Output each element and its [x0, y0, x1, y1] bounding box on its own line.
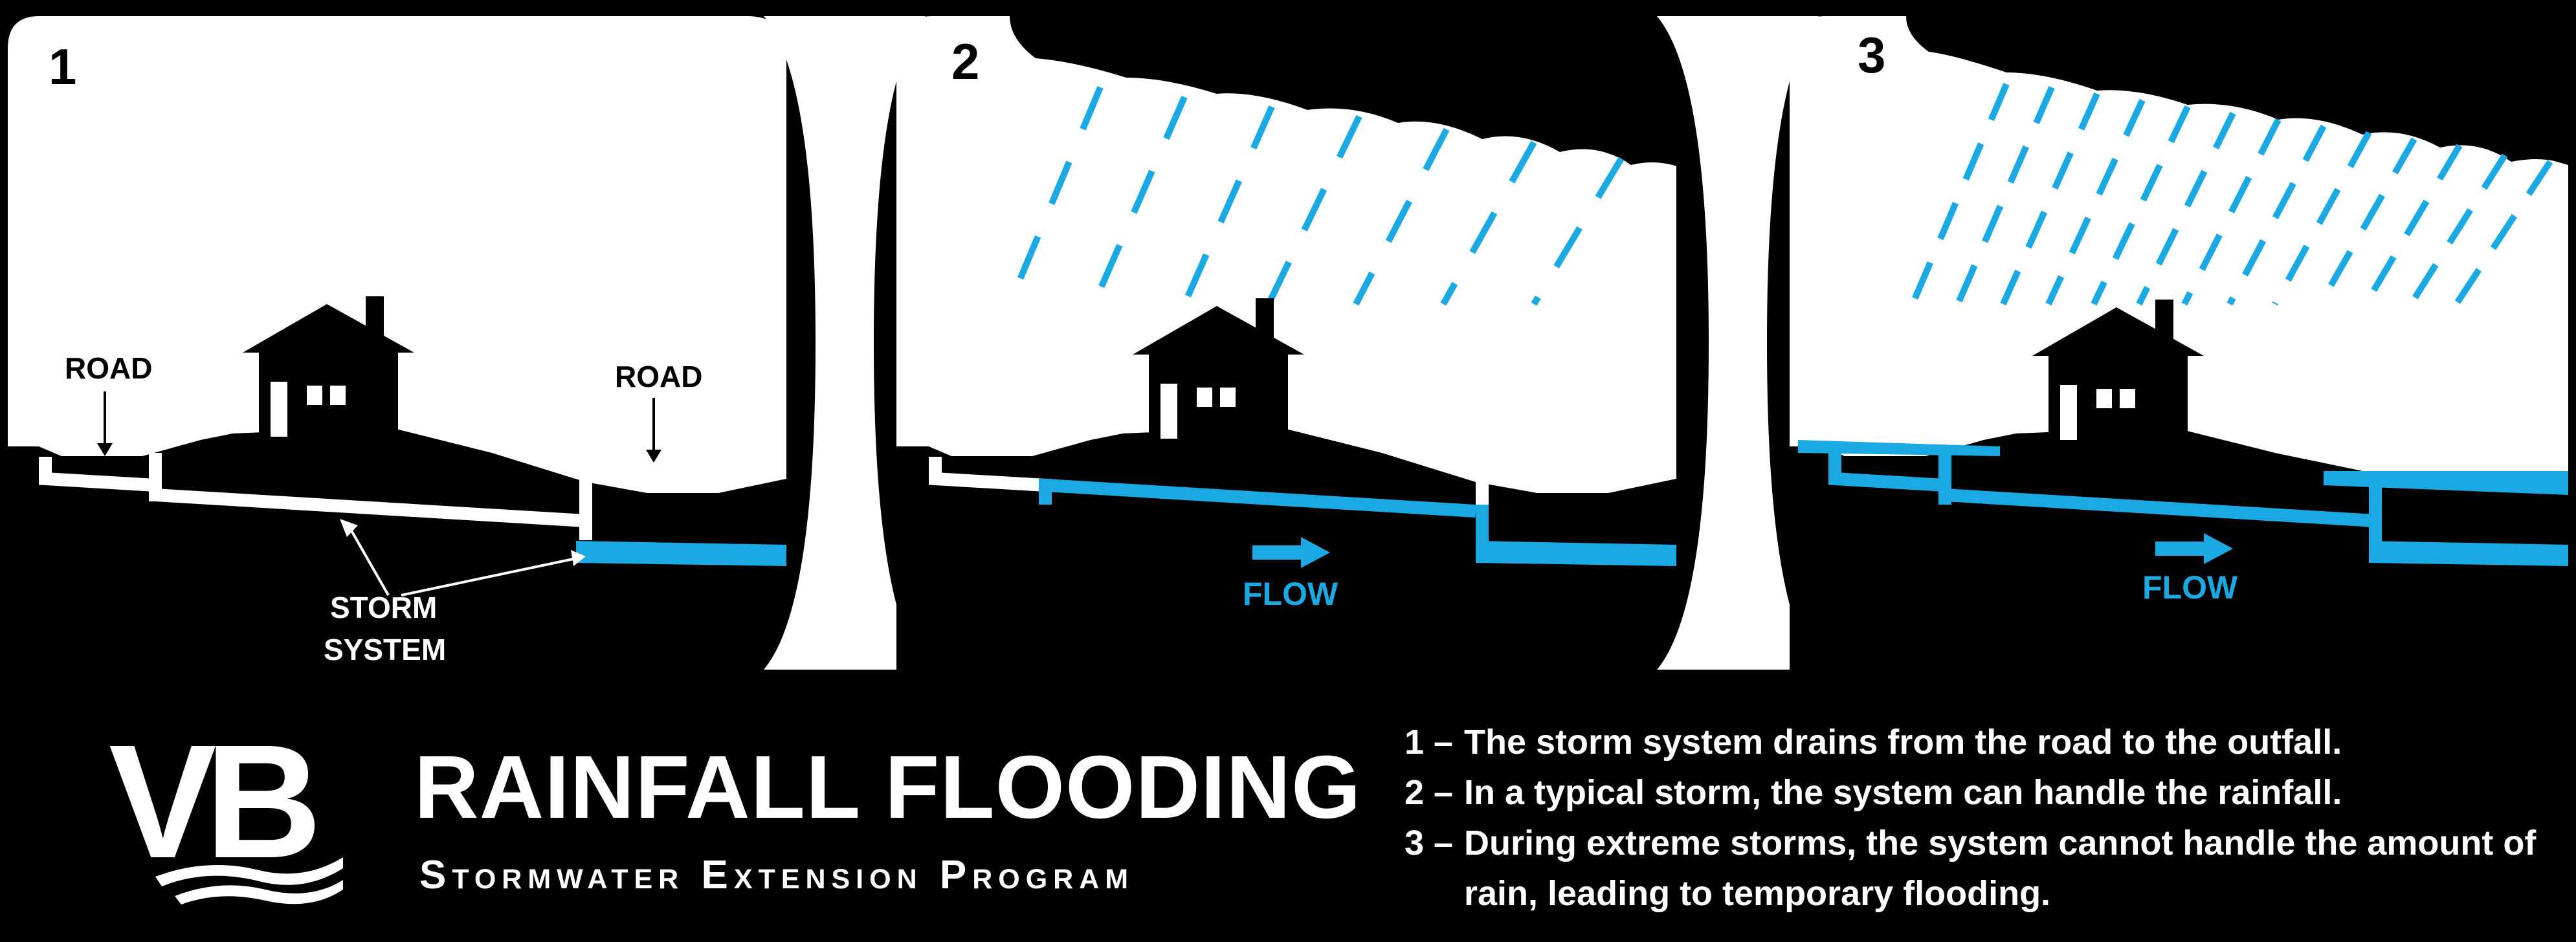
rain-2	[1006, 86, 1625, 306]
rain-3	[1909, 83, 2553, 306]
outfall-water-3	[2369, 541, 2568, 566]
vb-logo: VB	[109, 731, 343, 904]
outfall-water-2	[1476, 541, 1676, 566]
flood-water-right	[2324, 471, 2568, 495]
note-2: 2 – In a typical storm, the system can ha…	[1405, 767, 2544, 818]
storm-cloud-2	[1010, 16, 1683, 168]
panel-2: 2	[896, 16, 1683, 670]
footer-title: RAINFALL FLOODING	[414, 738, 1362, 837]
note-1-number: 1 –	[1405, 723, 1454, 761]
panel-1-number: 1	[49, 38, 76, 95]
panel-3-number: 3	[1858, 27, 1885, 83]
vb-logo-letters: VB	[109, 731, 315, 892]
separator-1	[764, 16, 926, 670]
explanation-notes: 1 – The storm system drains from the road…	[1405, 717, 2544, 919]
house-3	[2032, 300, 2204, 457]
footer-subtitle: Stormwater Extension Program	[419, 853, 1135, 897]
note-3-text: During extreme storms, the system cannot…	[1464, 824, 2537, 913]
flow-label-2: FLOW	[1243, 576, 1338, 612]
note-3-number: 3 –	[1405, 824, 1454, 862]
storm-pipe	[39, 453, 592, 540]
storm-label-arrows	[348, 527, 580, 597]
storm-cloud-3	[1906, 16, 2568, 165]
flood-water-left	[1798, 440, 2000, 456]
flow-arrow-3	[2155, 533, 2233, 564]
road-label-right: ROAD	[615, 360, 702, 393]
flow-label-3: FLOW	[2142, 569, 2238, 606]
flow-arrow-2	[1252, 537, 1330, 568]
house	[243, 296, 414, 454]
note-3: 3 – During extreme storms, the system can…	[1405, 818, 2544, 919]
note-2-text: In a typical storm, the system can handl…	[1464, 773, 2342, 812]
storm-label-line1: STORM	[330, 591, 437, 624]
panel-1: 1 ROAD ROAD	[8, 16, 786, 670]
note-1: 1 – The storm system drains from the road…	[1405, 717, 2544, 767]
storm-arrow-head-1	[340, 519, 358, 537]
panel-2-number: 2	[951, 33, 979, 90]
road-label-left: ROAD	[65, 351, 152, 385]
storm-label-line2: SYSTEM	[324, 633, 446, 666]
house-2	[1133, 298, 1304, 456]
separator-2	[1657, 16, 1819, 670]
logo-waves-icon	[155, 857, 343, 904]
note-2-number: 2 –	[1405, 773, 1454, 812]
outfall-water-1	[576, 541, 786, 566]
panel-3: 3	[1790, 16, 2568, 670]
storm-arrow-head-2	[571, 550, 586, 566]
note-1-text: The storm system drains from the road to…	[1464, 723, 2342, 761]
